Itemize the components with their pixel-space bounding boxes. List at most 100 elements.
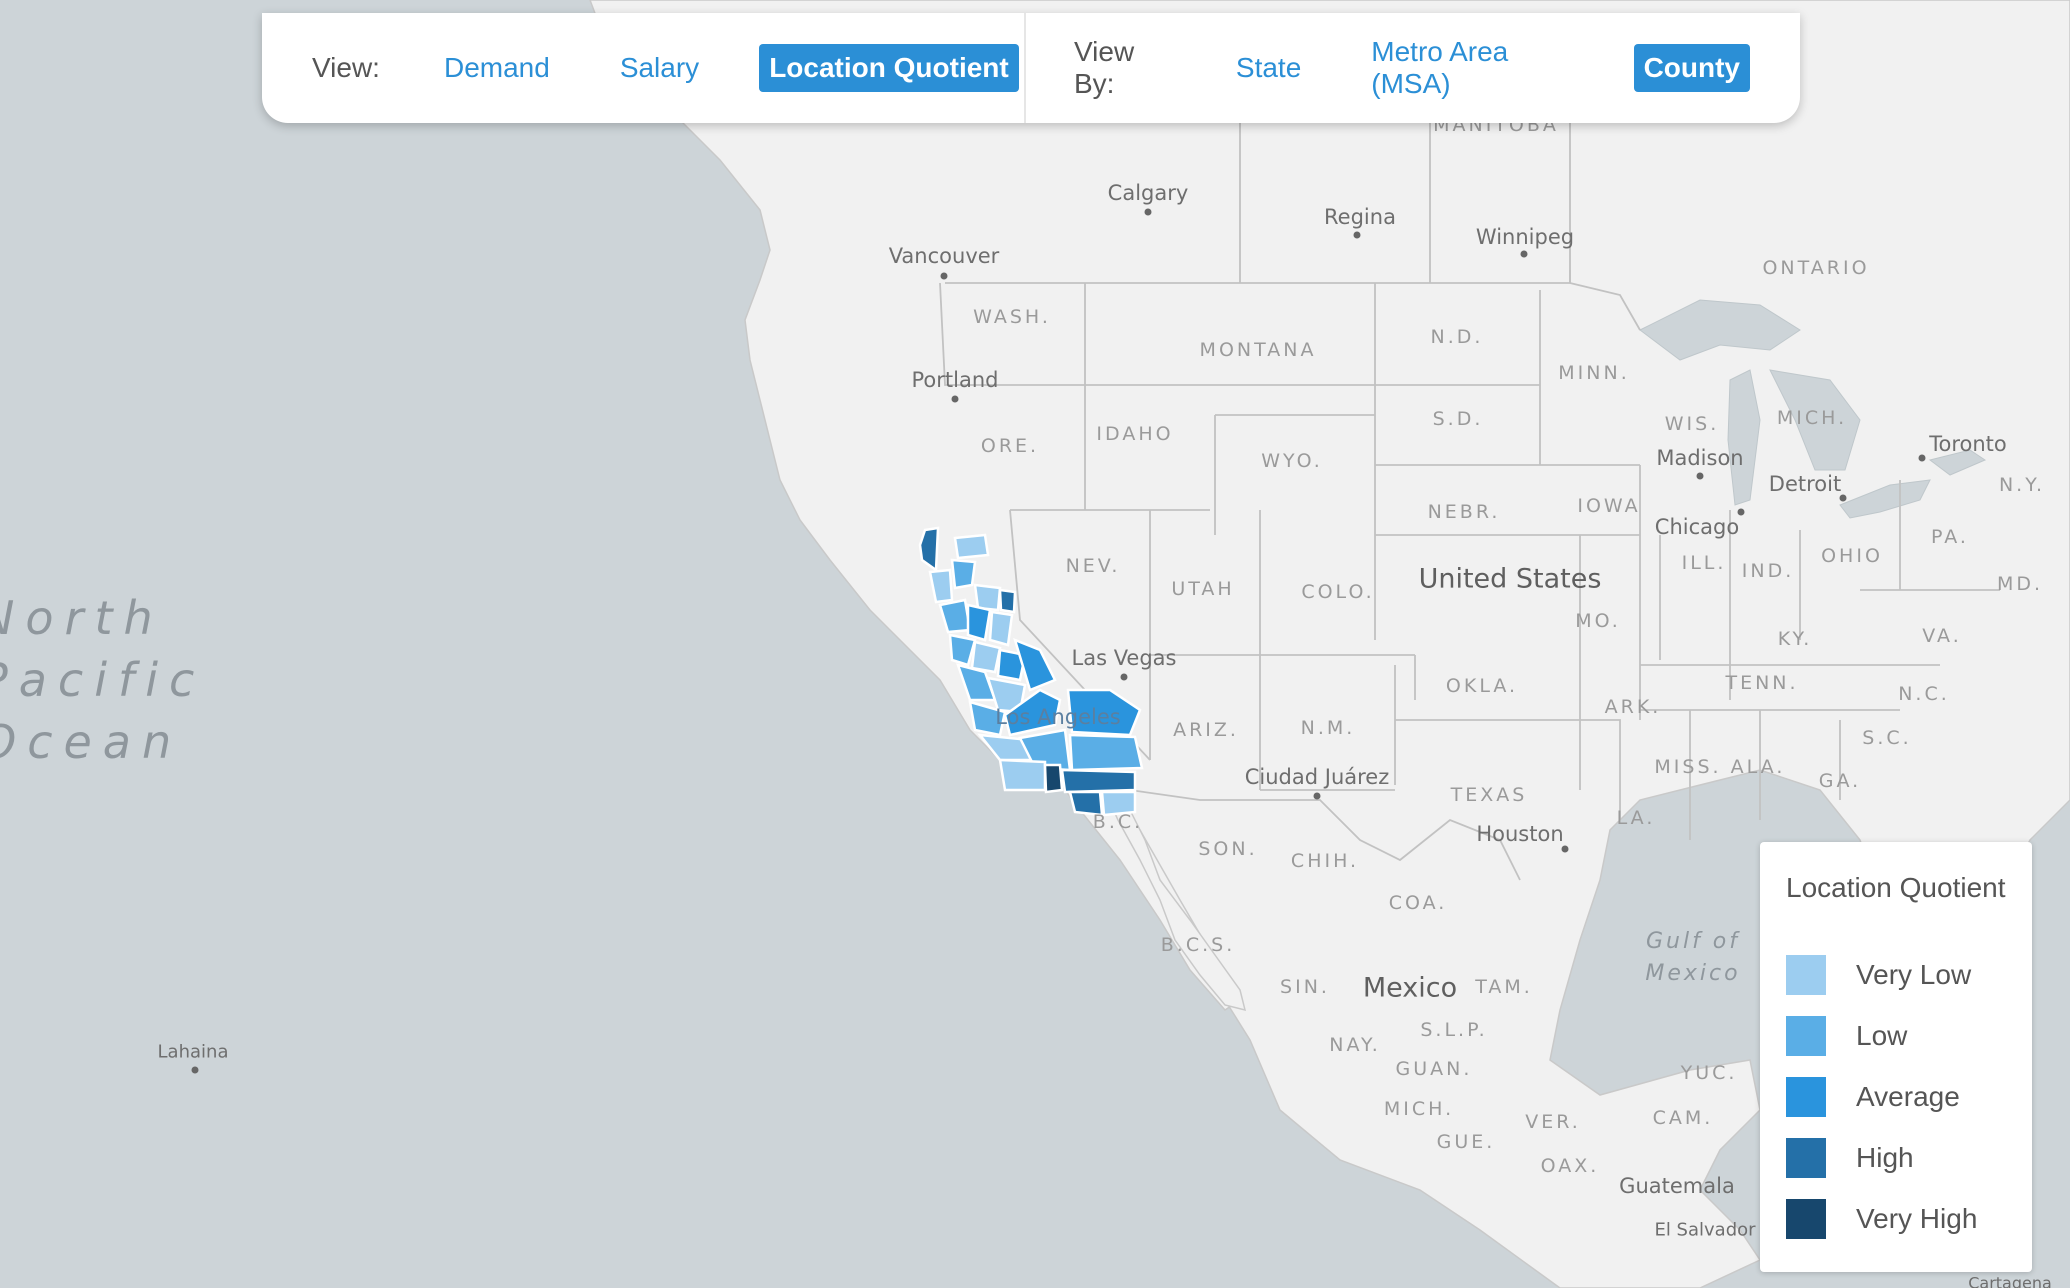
region-label: NEV. (1065, 555, 1121, 577)
region-label: CHIH. (1290, 850, 1360, 872)
county-high (918, 526, 940, 573)
region-label: SON. (1198, 838, 1258, 860)
view-option-salary[interactable]: Salary (619, 52, 700, 83)
region-label: MONTANA (1199, 339, 1317, 361)
legend-label: Very High (1856, 1203, 1978, 1234)
city-dot (191, 1066, 199, 1074)
region-label: IOWA (1577, 495, 1641, 517)
california-counties (918, 526, 1144, 817)
region-label: UTAH (1171, 578, 1235, 600)
city-label: Calgary (1107, 181, 1189, 205)
city-dot (1144, 208, 1152, 216)
region-label: COLO. (1301, 581, 1375, 603)
view-by-group: View By: State Metro Area (MSA) County (1074, 13, 1800, 123)
region-label: OAX. (1540, 1155, 1600, 1177)
view-label: View: (312, 52, 380, 83)
city-label: Los Angeles (995, 705, 1121, 729)
gulf-label: Gulf of Mexico (1645, 929, 1741, 986)
region-label: MO. (1575, 610, 1621, 632)
region-label: MINN. (1558, 362, 1630, 384)
region-label: YUC. (1680, 1062, 1738, 1084)
view-option-location-quotient[interactable]: Location Quotient (759, 44, 1019, 92)
county-high (1068, 790, 1104, 817)
region-label: VER. (1525, 1111, 1581, 1133)
county-very-low (973, 583, 1002, 612)
city-label: Toronto (1929, 432, 2007, 456)
region-label: S.L.P. (1420, 1019, 1488, 1041)
county-low (968, 700, 1007, 737)
region-label: SIN. (1280, 976, 1330, 998)
region-label: MD. (1996, 573, 2044, 595)
region-label: S.C. (1862, 727, 1912, 749)
city-label: Chicago (1654, 515, 1740, 539)
county-very-low (928, 568, 954, 604)
region-label: VA. (1922, 625, 1962, 647)
region-label: KY. (1777, 628, 1813, 650)
legend-swatch (1786, 1077, 1826, 1117)
region-label: NEBR. (1427, 501, 1501, 523)
region-label: GA. (1818, 770, 1862, 792)
county-low (950, 558, 977, 590)
region-label: PA. (1931, 526, 1969, 548)
city-label: Madison (1656, 446, 1744, 470)
city-label: Ciudad Juárez (1244, 765, 1390, 789)
region-label: GUE. (1436, 1131, 1496, 1153)
city-label: Detroit (1768, 472, 1842, 496)
region-label: ARIZ. (1173, 719, 1239, 741)
city-dot (1520, 250, 1528, 258)
region-label: COA. (1388, 892, 1448, 914)
county-very-low (970, 640, 1002, 674)
city-label: Houston (1476, 822, 1564, 846)
region-label: NAY. (1329, 1034, 1381, 1056)
legend-label: Low (1856, 1020, 1908, 1051)
region-label: B.C.S. (1160, 934, 1236, 956)
region-label: TENN. (1725, 672, 1799, 694)
baja-california-land (1099, 779, 1247, 1012)
region-label: IDAHO (1096, 423, 1174, 445)
view-by-option-metro-area[interactable]: Metro Area (MSA) (1371, 36, 1509, 99)
city-dot (1353, 231, 1361, 239)
region-label: MISS. (1654, 756, 1722, 778)
county-very-low (1100, 790, 1137, 817)
city-label: Lahaina (157, 1041, 229, 1063)
legend-item-low: Low (1786, 1016, 1907, 1056)
view-by-option-state[interactable]: State (1235, 52, 1302, 83)
city-label: Las Vegas (1071, 646, 1177, 670)
city-dot (1561, 845, 1569, 853)
region-label: MICH. (1776, 407, 1848, 429)
view-group: View: Demand Salary Location Quotient (312, 13, 1069, 123)
city-label: Cartagena (1968, 1273, 2052, 1288)
region-label: ARK. (1604, 696, 1662, 718)
view-by-option-county[interactable]: County (1633, 44, 1750, 92)
legend-swatch (1786, 955, 1826, 995)
city-dot (940, 272, 948, 280)
legend-swatch (1786, 1016, 1826, 1056)
ocean-label: North Pacific Ocean (0, 591, 206, 769)
city-dot (1120, 673, 1128, 681)
region-label: GUAN. (1395, 1058, 1473, 1080)
legend-swatch (1786, 1138, 1826, 1178)
map-toolbar: View: Demand Salary Location Quotient Vi… (262, 13, 1800, 123)
region-label: LA. (1616, 807, 1656, 829)
county-average (1013, 637, 1057, 692)
view-option-demand[interactable]: Demand (443, 52, 550, 83)
legend-swatch (1786, 1199, 1826, 1239)
city-dot (1313, 792, 1321, 800)
county-average (996, 648, 1027, 682)
region-label: N.C. (1898, 683, 1950, 705)
region-label: IND. (1741, 560, 1795, 582)
region-label: CAM. (1652, 1107, 1714, 1129)
region-label: OHIO (1821, 545, 1883, 567)
region-label: WIS. (1664, 413, 1720, 435)
legend-title: Location Quotient (1786, 872, 2006, 903)
region-label: TAM. (1475, 976, 1533, 998)
political-borders (939, 110, 2000, 881)
county-very-low (998, 758, 1047, 792)
city-label: El Salvador (1654, 1219, 1756, 1241)
city-label: Regina (1324, 205, 1396, 229)
country-label-us: United States (1418, 563, 1602, 595)
view-by-label: View By: (1074, 36, 1135, 99)
region-label: S.D. (1432, 408, 1484, 430)
